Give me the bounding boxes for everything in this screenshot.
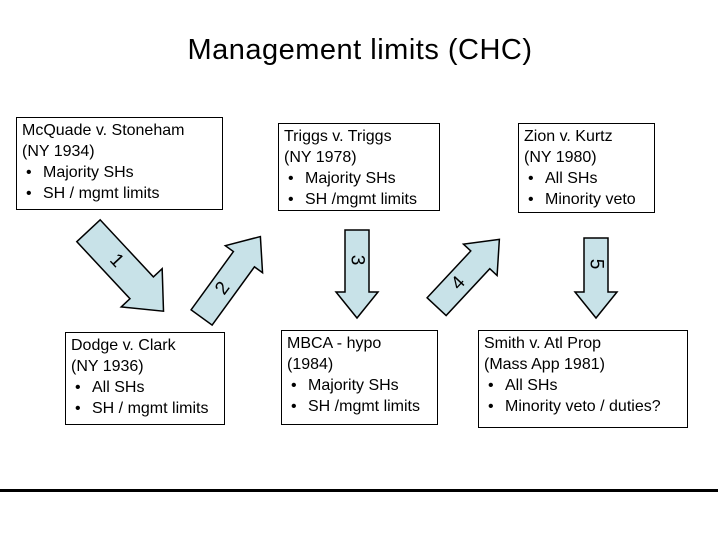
sequence-arrow-2: 2 xyxy=(190,235,264,327)
bullet-text: Minority veto xyxy=(545,191,636,208)
sequence-arrow-1: 1 xyxy=(75,218,165,313)
bullet-text: Majority SHs xyxy=(43,164,134,181)
bullet-icon: • xyxy=(75,379,81,396)
bullet-icon: • xyxy=(26,164,32,181)
bullet-item: • All SHs xyxy=(484,375,682,396)
bullet-item: • SH / mgmt limits xyxy=(71,398,219,419)
bullet-item: • Majority SHs xyxy=(284,168,434,189)
bullet-text: SH /mgmt limits xyxy=(308,398,420,415)
case-name: Dodge v. Clark xyxy=(71,337,176,354)
arrow-down-right-icon xyxy=(75,218,165,313)
bullet-item: • Majority SHs xyxy=(287,375,432,396)
bullet-text: SH / mgmt limits xyxy=(43,185,160,202)
bullet-icon: • xyxy=(288,170,294,187)
arrow-down-icon xyxy=(334,229,380,320)
arrow-number: 3 xyxy=(347,255,368,266)
sequence-arrow-4: 4 xyxy=(426,238,501,317)
case-citation: (NY 1936) xyxy=(71,358,144,375)
sequence-arrow-3: 3 xyxy=(334,229,380,320)
bullet-text: Majority SHs xyxy=(305,170,396,187)
case-name: Smith v. Atl Prop xyxy=(484,335,602,352)
bullet-text: All SHs xyxy=(92,379,145,396)
sequence-arrow-5: 5 xyxy=(573,237,619,320)
case-citation: (1984) xyxy=(287,356,334,373)
bullet-text: All SHs xyxy=(545,170,598,187)
arrow-up-right-icon xyxy=(190,235,264,327)
case-name: Triggs v. Triggs xyxy=(284,128,392,145)
bullet-item: • SH /mgmt limits xyxy=(287,396,432,417)
bullet-text: SH /mgmt limits xyxy=(305,191,417,208)
bullet-icon: • xyxy=(291,398,297,415)
case-box-zion: Zion v. Kurtz (NY 1980) • All SHs • Mino… xyxy=(518,123,655,213)
case-box-dodge: Dodge v. Clark (NY 1936) • All SHs • SH … xyxy=(65,332,225,425)
bullet-icon: • xyxy=(291,377,297,394)
bullet-text: Minority veto / duties? xyxy=(505,398,661,415)
bullet-item: • Minority veto / duties? xyxy=(484,396,682,417)
arrow-number: 2 xyxy=(211,278,234,299)
case-name: MBCA - hypo xyxy=(287,335,382,352)
case-box-smith: Smith v. Atl Prop (Mass App 1981) • All … xyxy=(478,330,688,428)
case-name: McQuade v. Stoneham xyxy=(22,122,185,139)
bullet-icon: • xyxy=(488,377,494,394)
bullet-icon: • xyxy=(528,170,534,187)
bullet-icon: • xyxy=(488,398,494,415)
bullet-item: • SH /mgmt limits xyxy=(284,189,434,210)
bullet-item: • SH / mgmt limits xyxy=(22,183,217,204)
bullet-item: • Minority veto xyxy=(524,189,649,210)
case-citation: (NY 1980) xyxy=(524,149,597,166)
bullet-item: • All SHs xyxy=(524,168,649,189)
bullet-icon: • xyxy=(26,185,32,202)
case-citation: (Mass App 1981) xyxy=(484,356,605,373)
case-name: Zion v. Kurtz xyxy=(524,128,613,145)
case-box-mbca: MBCA - hypo (1984) • Majority SHs • SH /… xyxy=(281,330,438,425)
bullet-item: • All SHs xyxy=(71,377,219,398)
arrow-down-icon xyxy=(573,237,619,320)
bullet-icon: • xyxy=(528,191,534,208)
slide-title: Management limits (CHC) xyxy=(187,34,533,66)
arrow-number: 1 xyxy=(105,250,128,272)
case-box-mcquade: McQuade v. Stoneham (NY 1934) • Majority… xyxy=(16,117,223,210)
bullet-icon: • xyxy=(288,191,294,208)
case-citation: (NY 1934) xyxy=(22,143,95,160)
arrow-number: 4 xyxy=(447,272,470,294)
bullet-text: Majority SHs xyxy=(308,377,399,394)
bullet-icon: • xyxy=(75,400,81,417)
case-citation: (NY 1978) xyxy=(284,149,357,166)
case-box-triggs: Triggs v. Triggs (NY 1978) • Majority SH… xyxy=(278,123,440,211)
footer-divider xyxy=(0,489,718,492)
bullet-text: All SHs xyxy=(505,377,558,394)
arrow-up-right-icon xyxy=(426,238,501,317)
arrow-number: 5 xyxy=(586,259,607,270)
bullet-item: • Majority SHs xyxy=(22,162,217,183)
bullet-text: SH / mgmt limits xyxy=(92,400,209,417)
